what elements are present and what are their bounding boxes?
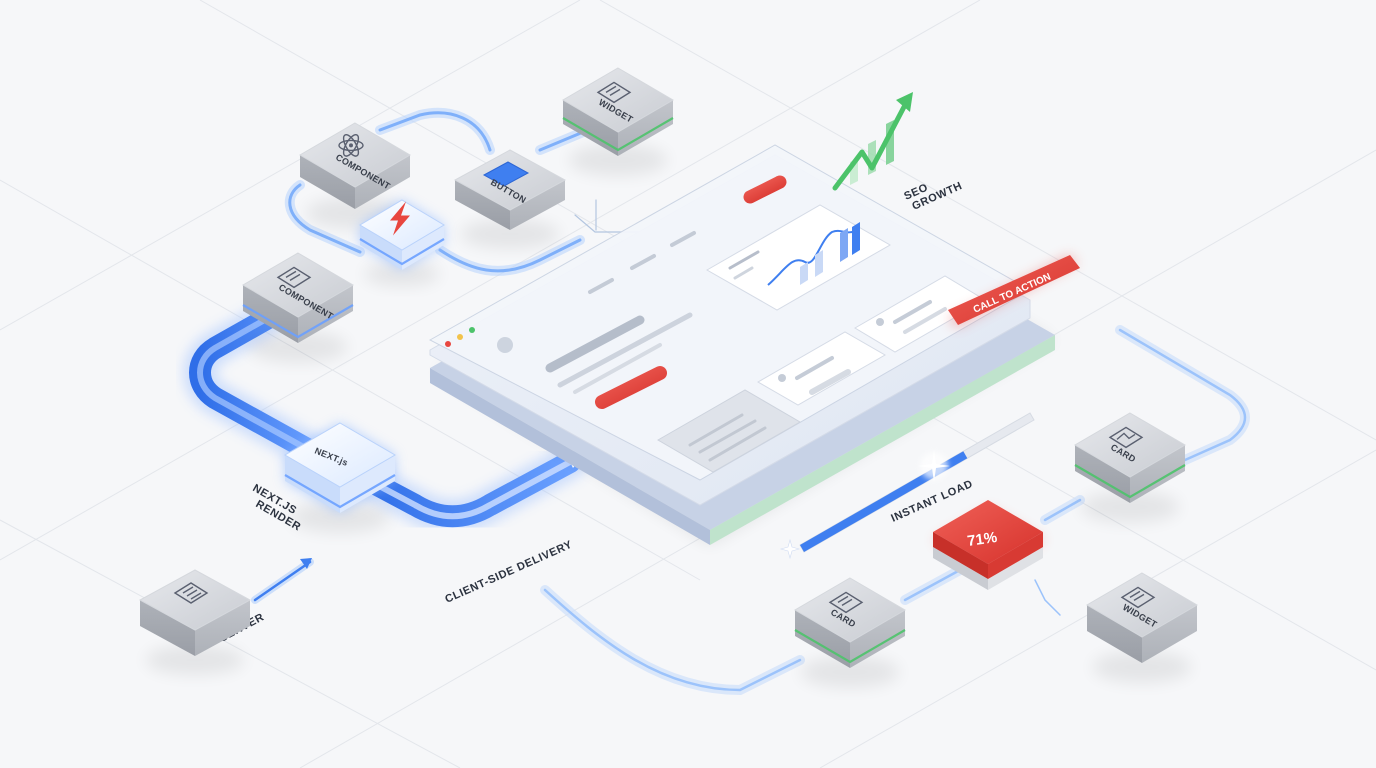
- content-card-mid: [756, 331, 887, 406]
- instant-load-progress: [779, 412, 1035, 560]
- nextjs-node: NEXT.js: [284, 422, 396, 533]
- light-connectors: [284, 107, 1250, 696]
- lightning-node: [359, 199, 445, 287]
- button-icon: [482, 161, 530, 187]
- render-pipe: [183, 301, 587, 534]
- component-top-node: COMPONENT: [299, 122, 411, 229]
- card-right-node: CARD: [1074, 412, 1186, 523]
- sparkle-icon: [918, 450, 950, 482]
- server-arrow: [251, 558, 314, 604]
- widget-top-node: WIDGET: [562, 67, 674, 176]
- card-bottom-node: CARD: [794, 577, 906, 688]
- chart-card: [705, 204, 892, 311]
- content-card-right: [854, 275, 986, 353]
- widget-icon: [596, 81, 632, 104]
- window-icon: [276, 266, 312, 289]
- server-icon: [173, 582, 209, 604]
- component-mid-node: COMPONENT: [242, 252, 354, 363]
- image-icon: [1108, 426, 1144, 449]
- button-node: BUTTON: [453, 149, 567, 249]
- hero-cta-button[interactable]: [595, 366, 667, 409]
- progress-badge: 71%: [933, 500, 1045, 590]
- nav-cta-button[interactable]: [743, 175, 787, 204]
- widget-bottom-node: WIDGET: [1086, 572, 1198, 683]
- window-dot-yellow: [457, 334, 463, 340]
- seo-growth-chart: [832, 92, 913, 191]
- widget-icon: [1120, 586, 1156, 609]
- content-card-left: [657, 389, 801, 473]
- dashboard-panel: [428, 144, 1055, 545]
- window-dot-red: [445, 341, 451, 347]
- server-node: [138, 569, 252, 675]
- progress-badge-label: 71%: [966, 529, 998, 550]
- window-dot-green: [469, 327, 475, 333]
- lightning-icon: [390, 201, 410, 236]
- trend-up-icon: [832, 102, 908, 191]
- card-icon: [828, 591, 864, 614]
- avatar: [497, 337, 513, 353]
- sparkle-icon: [779, 538, 801, 560]
- atom-icon: [338, 134, 364, 157]
